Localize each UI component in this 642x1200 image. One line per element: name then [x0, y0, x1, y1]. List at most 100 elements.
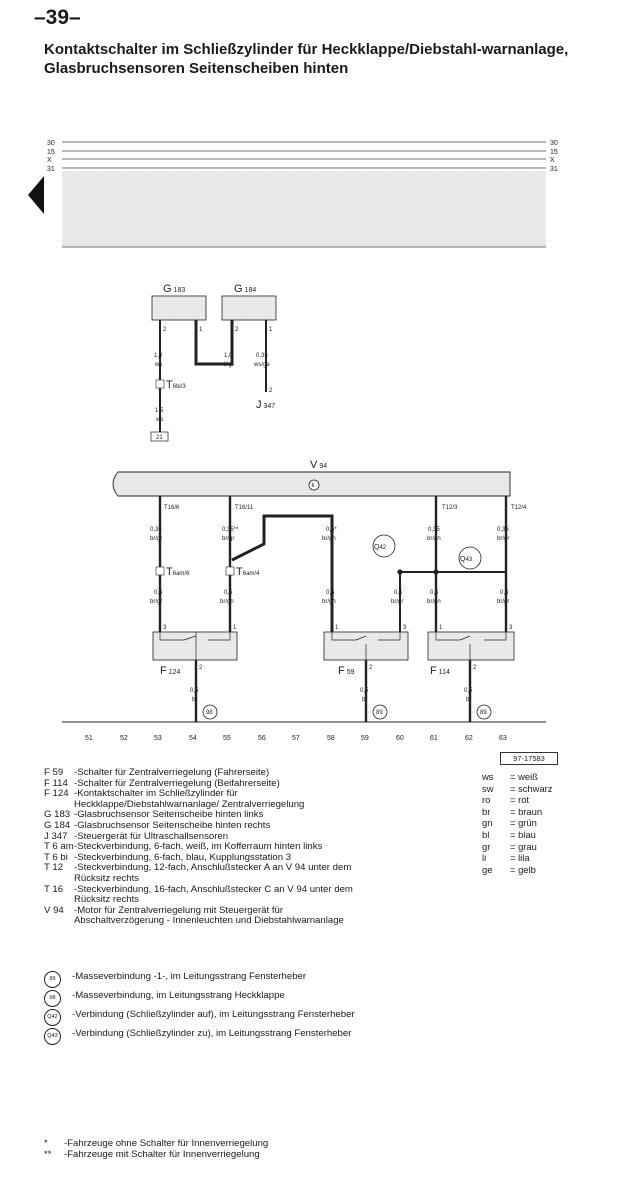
ground-legend-description: -Verbindung (Schließzylinder zu), im Lei…: [72, 1028, 352, 1039]
color-legend-row: bl= blau: [482, 829, 582, 841]
rail-label-15-left: 15: [47, 149, 55, 156]
color-abbreviation: ge: [482, 863, 493, 875]
color-abbreviation: br: [482, 805, 491, 817]
wire-label: br: [192, 697, 197, 703]
ground-98-label: 98: [206, 710, 213, 716]
wire-label: 0,5: [190, 688, 199, 694]
column-number: 58: [327, 735, 335, 742]
color-abbreviation: ws: [482, 771, 494, 782]
column-number: 62: [465, 735, 473, 742]
document-reference: 97-17583: [500, 752, 558, 765]
pin-g184-a: 2: [235, 327, 239, 333]
t6am6-label: T6am/6: [166, 566, 190, 578]
ground-89-label: 89: [376, 710, 383, 716]
ground-legend: 89-Masseverbindung -1-, im Leitungsstran…: [44, 971, 384, 1048]
color-legend-row: sw= schwarz: [482, 783, 582, 795]
ground-89-marker: [372, 704, 388, 720]
ground-legend-row: 98-Masseverbindung, im Leitungsstrang He…: [44, 990, 384, 1007]
footnote-row: **-Fahrzeuge mit Schalter für Innenverri…: [44, 1149, 444, 1160]
wire-label: 1,5: [155, 408, 164, 414]
f114-box: [427, 631, 515, 661]
q43-label: Q43: [460, 556, 473, 563]
legend-row: V 94 -Motor für Zentralverriegelung mit S…: [44, 904, 374, 927]
legend-row: G 184-Glasbruchsensor Seitenscheibe hint…: [44, 819, 374, 832]
v94-k-marker: k: [312, 483, 316, 489]
pin-g183-a: 2: [163, 327, 167, 333]
color-name: = weiß: [510, 771, 538, 782]
legend-description: -Steckverbindung, 6-fach, weiß, im Koffe…: [74, 841, 323, 853]
wire-label: 0,5: [500, 590, 509, 596]
rail-label-30-left: 30: [47, 140, 55, 147]
wire-label: 0,5*: [326, 527, 337, 533]
page-title: Kontaktschalter im Schließzylinder für H…: [44, 41, 569, 77]
wire-label: 1,0: [224, 353, 233, 359]
wire-label: 0,35: [150, 527, 162, 533]
rail-area: [62, 171, 546, 247]
wire-label: br/gr: [391, 599, 403, 605]
page-number: –39–: [34, 6, 81, 29]
wire-label: 0,35: [256, 353, 268, 359]
legend-description: -Motor für Zentralverriegelung mit Steue…: [74, 904, 344, 927]
wire-label: br/gr: [497, 599, 509, 605]
column-number: 52: [120, 735, 128, 742]
back-arrow-icon[interactable]: [28, 176, 44, 214]
pin-label: 1: [233, 625, 237, 631]
wire-label: br/gn: [322, 536, 336, 542]
legend-code: V 94: [44, 904, 64, 916]
q42-label: Q42: [374, 544, 387, 551]
footnote-mark: *: [44, 1138, 48, 1149]
column-number: 61: [430, 735, 438, 742]
color-name: = grün: [510, 817, 537, 829]
legend-description: -Steckverbindung, 6-fach, blau, Kupplung…: [74, 851, 292, 863]
column-number: 60: [396, 735, 404, 742]
pin-label: 2: [473, 665, 477, 671]
rail-label-31-left: 31: [47, 166, 55, 173]
column-number: 53: [154, 735, 162, 742]
legend-code: F 124: [44, 788, 69, 800]
ground-legend-row: Q42-Verbindung (Schließzylinder auf), im…: [44, 1009, 384, 1026]
color-legend-row: li= lila: [482, 852, 582, 864]
legend-code: T 12: [44, 862, 64, 874]
wire-label: 0,5: [464, 688, 473, 694]
rail-label-x-right: X: [550, 157, 555, 164]
legend-row: T 12-Steckverbindung, 12-fach, Anschlußs…: [44, 862, 374, 884]
pin-label: 2: [369, 665, 373, 671]
column-number: 63: [499, 735, 507, 742]
ground-89-marker: [476, 704, 492, 720]
color-legend-row: ws = weiß: [482, 771, 582, 783]
legend-row: J 347-Steuergerät für Ultraschallsensore…: [44, 831, 374, 843]
color-name: = schwarz: [510, 782, 553, 794]
column-number: 54: [189, 735, 197, 742]
color-abbreviation: li: [482, 852, 487, 864]
legend-description: -Schalter für Zentralverriegelung (Beifa…: [74, 777, 280, 789]
pin-t12-4: T12/4: [511, 505, 527, 511]
wire-label: 0,5: [154, 590, 163, 596]
legend-description: -Glasbruchsensor Seitenscheibe hinten li…: [74, 809, 264, 821]
wire-label: 0,5: [394, 590, 403, 596]
wire-label: br/gr: [150, 599, 162, 605]
pin-label: 2: [199, 665, 203, 671]
ground-legend-description: -Verbindung (Schließzylinder auf), im Le…: [72, 1009, 355, 1020]
pin-label: 3: [163, 625, 167, 631]
wire-label: br/gn: [427, 536, 441, 542]
wire-label: br/gn: [427, 599, 441, 605]
rail-label-31-right: 31: [550, 166, 558, 173]
legend-description: -Steckverbindung, 16-fach, Anschlußsteck…: [74, 883, 353, 906]
q43-marker: [458, 546, 482, 570]
color-name: = blau: [510, 828, 536, 840]
ground-symbol-icon: Q43: [44, 1028, 61, 1045]
column-number: 55: [223, 735, 231, 742]
legend-code: G 184: [44, 819, 71, 831]
column-number: 59: [361, 735, 369, 742]
column-number: 56: [258, 735, 266, 742]
pin-label: 1: [335, 625, 339, 631]
legend-row: F 114-Schalter für Zentralverriegelung (…: [44, 777, 374, 790]
wire-label: 0,35**: [222, 527, 239, 533]
wire-label: 0,5: [360, 688, 369, 694]
